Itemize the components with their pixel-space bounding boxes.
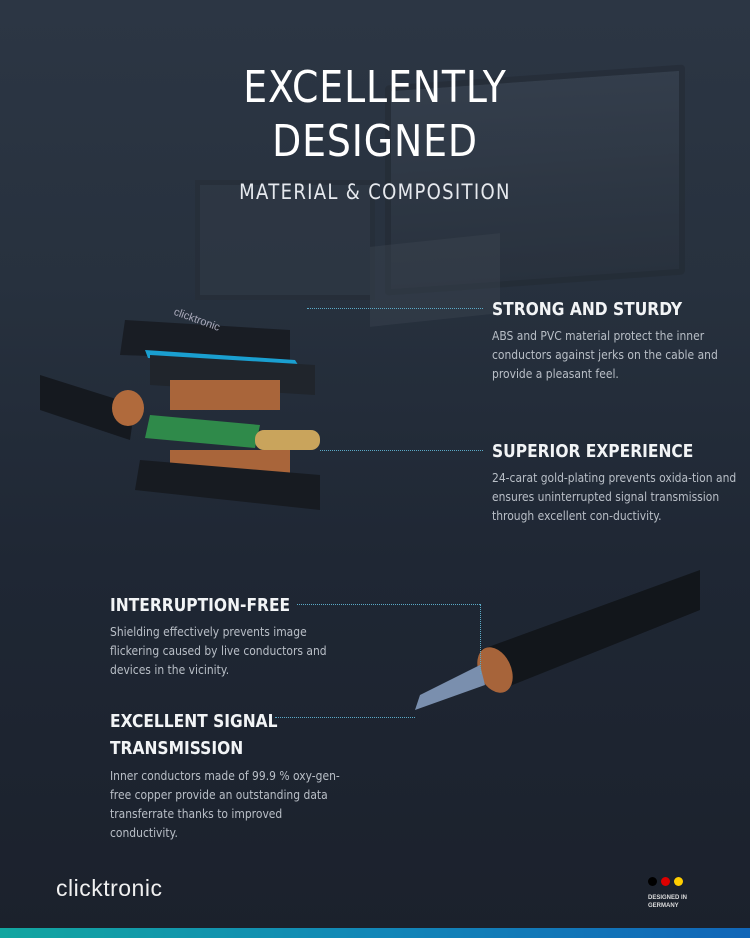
background-tablet bbox=[370, 233, 500, 327]
subtitle: MATERIAL & COMPOSITION bbox=[239, 180, 511, 204]
feature-excellent-signal-transmission: EXCELLENT SIGNAL TRANSMISSION Inner cond… bbox=[110, 708, 340, 842]
copper-shield-top bbox=[170, 380, 280, 410]
cable-cross-section-illustration bbox=[415, 570, 700, 710]
leader-line-4 bbox=[275, 717, 415, 718]
badge-line-1: DESIGNED IN bbox=[648, 895, 688, 901]
inner-wires bbox=[415, 665, 485, 710]
badge-line-2: GERMANY bbox=[648, 903, 679, 909]
flag-dot-black bbox=[648, 877, 657, 886]
cable-braid bbox=[477, 647, 513, 693]
bottom-gradient-bar bbox=[0, 928, 750, 938]
leader-line-3-vertical bbox=[480, 604, 481, 674]
bottom-housing bbox=[135, 460, 320, 510]
background-laptop bbox=[195, 180, 375, 300]
feature-superior-experience: SUPERIOR EXPERIENCE 24-carat gold-platin… bbox=[492, 440, 742, 525]
usb-c-connector-exploded-illustration: clicktronic bbox=[40, 306, 320, 510]
flag-dot-red bbox=[661, 877, 670, 886]
copper-braid bbox=[112, 390, 144, 426]
cable-jacket bbox=[480, 570, 700, 690]
title-line-1: EXCELLENTLY bbox=[243, 62, 507, 113]
feature-strong-and-sturdy: STRONG AND STURDY ABS and PVC material p… bbox=[492, 298, 742, 383]
designed-in-germany-badge: DESIGNED IN GERMANY bbox=[648, 873, 687, 910]
feature-title: EXCELLENT SIGNAL TRANSMISSION bbox=[110, 711, 278, 759]
title-line-2: DESIGNED bbox=[272, 116, 478, 167]
gold-usb-c-plug bbox=[255, 430, 320, 450]
top-housing bbox=[120, 320, 290, 360]
brand-logo: clicktronic bbox=[56, 875, 163, 901]
feature-interruption-free: INTERRUPTION-FREE Shielding effectively … bbox=[110, 594, 360, 679]
feature-text: ABS and PVC material protect the inner c… bbox=[492, 328, 718, 381]
flag-dot-gold bbox=[674, 877, 683, 886]
cable-left bbox=[40, 375, 135, 440]
feature-text: Inner conductors made of 99.9 % oxy-gen-… bbox=[110, 768, 340, 840]
leader-line-1 bbox=[307, 308, 483, 309]
feature-title: INTERRUPTION-FREE bbox=[110, 595, 291, 616]
leader-line-3 bbox=[297, 604, 480, 605]
feature-title: STRONG AND STURDY bbox=[492, 299, 683, 320]
leader-line-2 bbox=[320, 450, 483, 451]
feature-text: 24-carat gold-plating prevents oxida-tio… bbox=[492, 470, 737, 523]
pcb bbox=[145, 415, 260, 448]
feature-title: SUPERIOR EXPERIENCE bbox=[492, 441, 694, 462]
feature-text: Shielding effectively prevents image fli… bbox=[110, 624, 327, 677]
